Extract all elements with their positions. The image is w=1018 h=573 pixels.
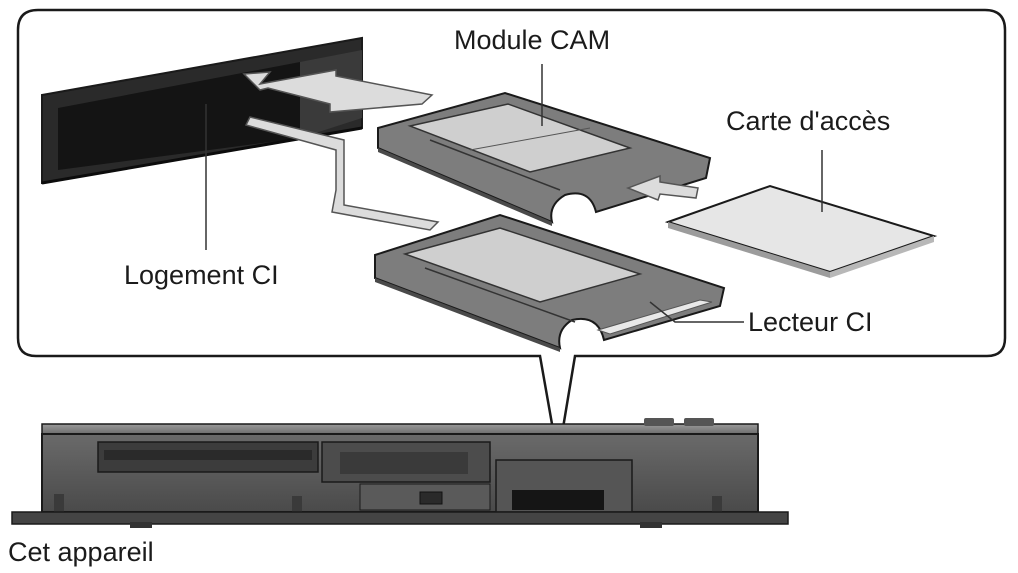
label-cam-module: Module CAM	[454, 25, 611, 55]
label-device: Cet appareil	[8, 537, 154, 567]
insertion-arrow-upper	[242, 69, 434, 113]
label-ci-reader: Lecteur CI	[748, 307, 873, 337]
label-access-card: Carte d'accès	[726, 106, 891, 136]
device-body	[11, 418, 789, 528]
ci-reader	[374, 213, 726, 352]
card-insertion-arrow	[625, 174, 699, 201]
insertion-arrow-lower	[244, 116, 440, 231]
label-ci-slot: Logement CI	[124, 260, 279, 290]
access-card	[664, 184, 938, 278]
cam-module	[377, 91, 712, 226]
leader-ci-reader	[649, 301, 744, 323]
